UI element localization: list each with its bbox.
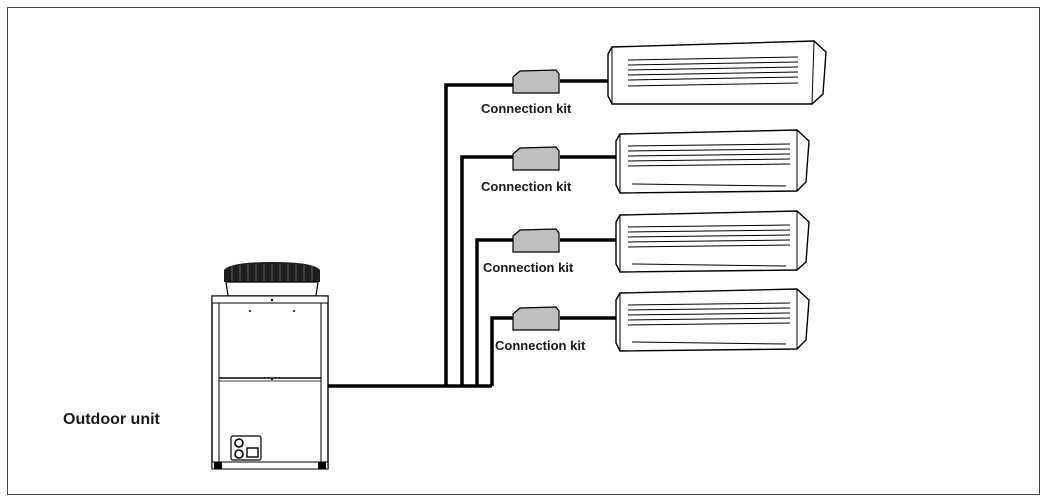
diagram-frame (7, 7, 1040, 495)
indoor-unit (607, 40, 827, 105)
service-valve (234, 449, 244, 459)
indoor-unit-edge (811, 40, 815, 105)
outdoor-base (211, 461, 329, 470)
branch-pipe-4 (490, 316, 514, 386)
service-valve (234, 438, 244, 448)
refrigerant-piping (328, 79, 618, 388)
outdoor-screw (249, 310, 251, 312)
indoor-unit-grille (627, 56, 799, 87)
outdoor-screw (293, 310, 295, 312)
indoor-unit-grille (627, 143, 791, 187)
service-valve-block (246, 447, 259, 458)
branch-pipe-3 (475, 238, 514, 386)
connection-kit-box (512, 69, 560, 94)
outdoor-fan-grille (231, 264, 313, 281)
connection-kit-box (512, 228, 560, 253)
connection-kit-label: Connection kit (481, 179, 572, 194)
outdoor-unit (211, 262, 329, 470)
outdoor-screw (270, 377, 274, 381)
indoor-unit-body (615, 129, 810, 194)
connection-kit-box (512, 306, 560, 331)
connection-kit: Connection kit (483, 228, 574, 275)
connection-kit: Connection kit (481, 146, 572, 194)
indoor-unit-grille (627, 302, 791, 345)
outdoor-fan-shroud (225, 281, 319, 297)
outdoor-cabinet (211, 295, 329, 469)
branch-pipe-1 (444, 83, 514, 386)
connection-kit-label: Connection kit (481, 101, 572, 116)
indoor-unit-grille (627, 224, 791, 267)
connection-kit-label: Connection kit (483, 260, 574, 275)
indoor-unit (615, 288, 810, 352)
outdoor-screw (270, 298, 274, 302)
connection-kit: Connection kit (495, 306, 586, 353)
outdoor-foot-right (318, 462, 326, 469)
branch-pipe-2 (460, 155, 514, 386)
connection-kit: Connection kit (481, 69, 572, 116)
indoor-unit (615, 210, 810, 273)
outdoor-top-band (211, 295, 329, 304)
connection-kit-label: Connection kit (495, 338, 586, 353)
outdoor-foot-left (214, 462, 222, 469)
indoor-unit-body (607, 40, 827, 105)
indoor-unit (615, 129, 810, 194)
outdoor-unit-label: Outdoor unit (63, 411, 161, 428)
connection-kit-box (512, 146, 560, 171)
